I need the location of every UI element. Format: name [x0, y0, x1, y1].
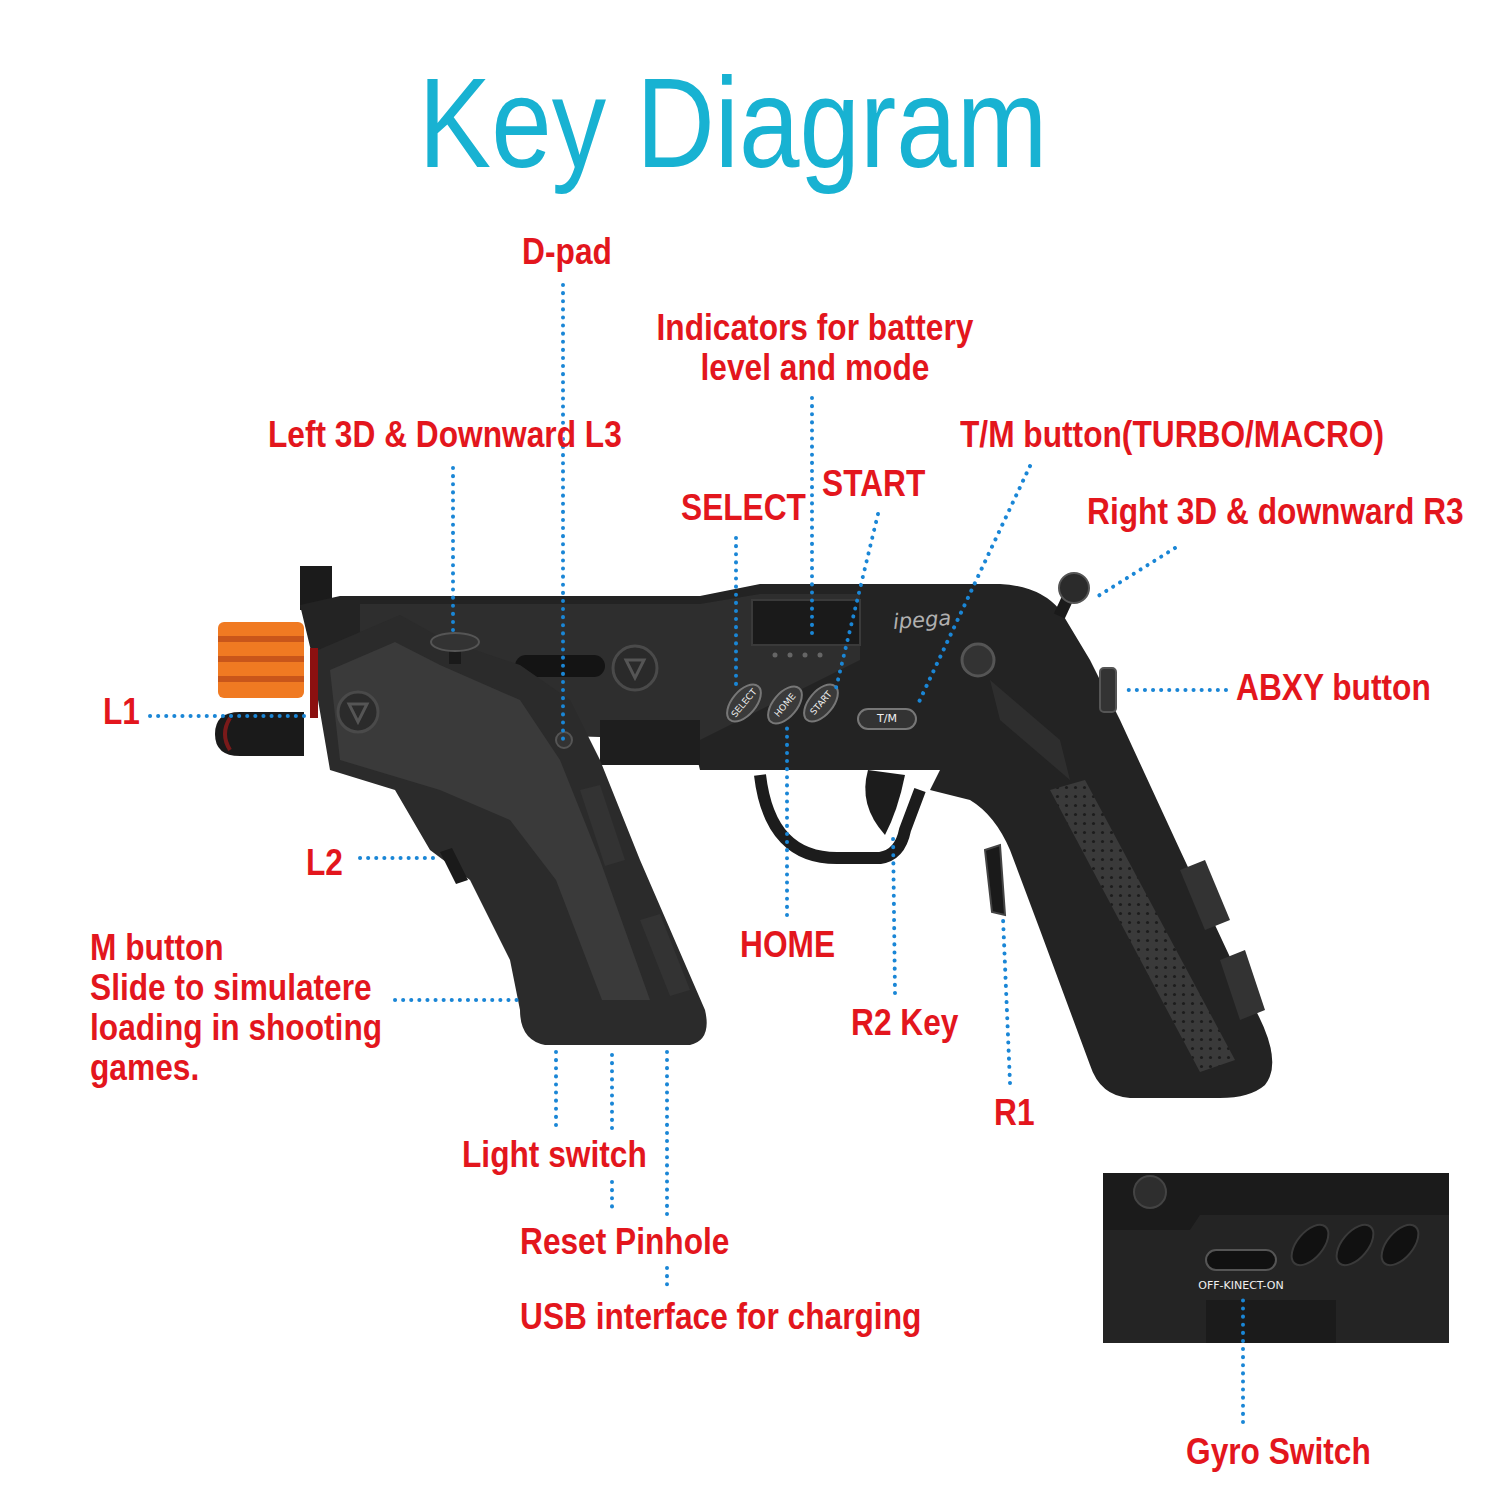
leader-lines-part [1241, 1300, 1245, 1422]
left-grip-part [640, 914, 690, 996]
muzzle-part [225, 718, 230, 750]
callout-label: START [822, 464, 925, 504]
callout-heading: M button [90, 928, 224, 968]
callout-label: ABXY button [1236, 668, 1431, 708]
muzzle-part [218, 676, 304, 682]
callout-label: R1 [994, 1093, 1035, 1133]
sticks-part [1059, 573, 1089, 603]
leader-lines-part [1095, 548, 1175, 598]
callout-label: T/M button(TURBO/MACRO) [960, 415, 1384, 455]
gyro-inset [1103, 1173, 1449, 1343]
callout-label: USB interface for charging [520, 1297, 921, 1337]
gyro-inset-part [1375, 1218, 1426, 1271]
callout-label: D-pad [479, 232, 655, 272]
trigger-part [865, 770, 905, 835]
right-grip [962, 644, 1265, 1072]
leader-lines-part [810, 398, 814, 640]
callout-label: Left 3D & Downward L3 [268, 415, 622, 455]
gyro-inset-part [1103, 1215, 1449, 1343]
muzzle-part [218, 656, 304, 662]
leader-lines-part [610, 1182, 614, 1212]
leader-lines [150, 285, 1243, 1422]
leader-lines-part [360, 856, 440, 860]
left-grip-part [580, 785, 625, 866]
controller-body-part [613, 646, 657, 690]
leader-lines-part [893, 832, 895, 993]
muzzle-part [218, 622, 304, 698]
controller-body-part [300, 584, 1272, 1098]
face-buttons [721, 678, 916, 729]
controller-body-part [626, 660, 644, 678]
callout-label: L1 [103, 692, 140, 732]
leader-lines-part [665, 1268, 669, 1290]
muzzle-part [215, 712, 304, 756]
controller-body-part [788, 653, 793, 658]
face-buttons-part [858, 709, 916, 729]
diagram-title: Key Diagram [308, 48, 1158, 198]
callout-label: Right 3D & downward R3 [1087, 492, 1464, 532]
face-buttons-part [721, 678, 768, 727]
controller-body [300, 566, 1272, 1098]
left-grip-part [310, 648, 318, 718]
trigger [760, 770, 920, 858]
callout-label: Reset Pinhole [520, 1222, 729, 1262]
left-grip-part [338, 692, 378, 732]
gyro-inset-part [1134, 1176, 1166, 1208]
leader-lines-part [1126, 688, 1226, 692]
gyro-inset-part [1206, 1250, 1276, 1270]
leader-lines-part [150, 714, 305, 718]
left-grip-part [349, 704, 367, 722]
callout-label: L2 [306, 843, 343, 883]
callout-body: Slide to simulatere loading in shooting … [90, 968, 394, 1088]
callout-label: Light switch [462, 1135, 647, 1175]
button-print: T/M [862, 712, 912, 726]
sticks-part [431, 633, 479, 651]
callout-label: R2 Key [851, 1003, 958, 1043]
switch-print: OFF-KINECT-ON [1181, 1279, 1301, 1293]
right-grip-part [1100, 668, 1116, 712]
right-grip-part [990, 680, 1070, 780]
leader-lines-part [1003, 918, 1010, 1083]
controller-body-part [773, 653, 778, 658]
right-grip-part [985, 845, 1005, 915]
leader-lines-part [785, 722, 789, 915]
left-grip-part [318, 615, 707, 1045]
left-grip-part [330, 642, 650, 1000]
callout-label: Gyro Switch [1186, 1432, 1371, 1472]
controller-body-part [752, 600, 860, 645]
leader-lines-part [561, 285, 565, 742]
leader-lines-part [554, 1050, 558, 1125]
leader-lines-part [734, 538, 738, 688]
muzzle [215, 622, 304, 756]
face-buttons-part [762, 680, 809, 729]
controller-body-part [803, 653, 808, 658]
sticks [431, 573, 1089, 748]
muzzle-part [218, 636, 304, 642]
controller-body-part [818, 653, 823, 658]
gyro-inset-part [1206, 1300, 1336, 1343]
controller-body-part [600, 720, 700, 765]
right-grip-part [962, 644, 994, 676]
callout-label: HOME [740, 925, 835, 965]
gyro-inset-part [1103, 1173, 1449, 1343]
leader-lines-part [918, 466, 1030, 704]
right-grip-part [1180, 860, 1230, 930]
leader-lines-part [665, 1050, 669, 1214]
gyro-inset-part [1330, 1218, 1381, 1271]
right-grip-part [1220, 950, 1265, 1020]
leader-lines-part [836, 514, 878, 688]
leader-lines-part [395, 998, 518, 1002]
left-grip-part [440, 848, 468, 884]
right-grip-part [1050, 780, 1235, 1072]
leader-lines-part [451, 468, 455, 632]
leader-lines-part [610, 1050, 614, 1128]
callout-label: Indicators for battery level and mode [635, 308, 996, 388]
gyro-inset-part [1285, 1218, 1336, 1271]
callout-label: SELECT [681, 488, 806, 528]
